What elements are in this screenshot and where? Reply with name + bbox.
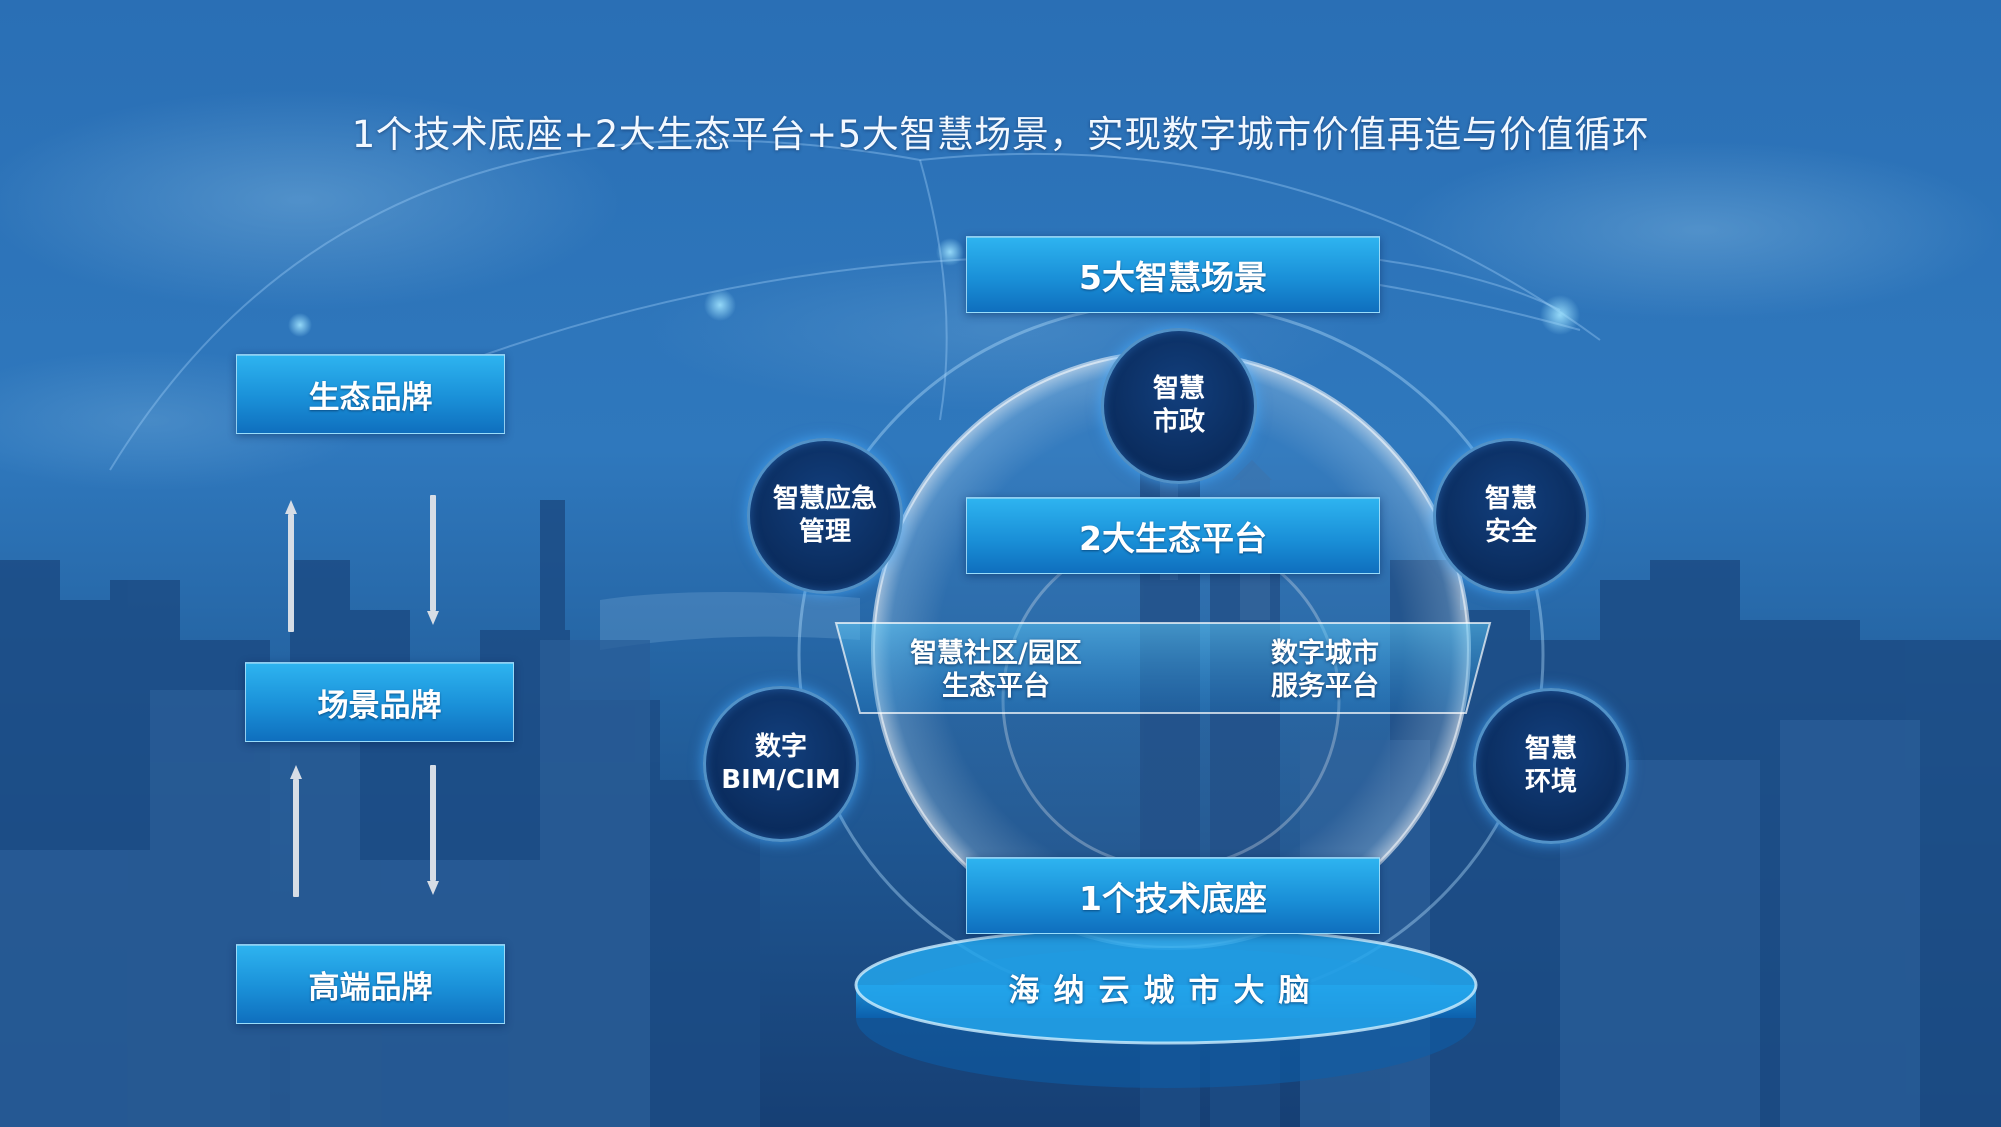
arrow-down-icon bbox=[427, 495, 439, 625]
scenes-layer-box: 5大智慧场景 bbox=[966, 236, 1380, 313]
platform-community-label: 智慧社区/园区 生态平台 bbox=[910, 638, 1082, 702]
scene-label: 智慧 市政 bbox=[1152, 374, 1205, 437]
arrow-up-icon bbox=[290, 765, 302, 897]
headline: 1个技术底座+2大生态平台+5大智慧场景，实现数字城市价值再造与价值循环 bbox=[351, 113, 1650, 156]
foundation-layer-box: 1个技术底座 bbox=[966, 857, 1380, 934]
scene-label: 数字 BIM/CIM bbox=[721, 732, 841, 795]
scene-node-environment: 智慧 环境 bbox=[1473, 688, 1629, 844]
scene-node-emergency: 智慧应急 管理 bbox=[747, 438, 903, 594]
scene-brand-box: 场景品牌 bbox=[245, 662, 514, 742]
eco-brand-box: 生态品牌 bbox=[236, 354, 505, 434]
scene-label: 智慧 环境 bbox=[1524, 734, 1577, 797]
scene-node-municipal: 智慧 市政 bbox=[1101, 328, 1257, 484]
premium-brand-box: 高端品牌 bbox=[236, 944, 505, 1024]
scene-label: 智慧应急 管理 bbox=[772, 484, 877, 547]
arrow-down-icon bbox=[427, 765, 439, 895]
scene-node-bim: 数字 BIM/CIM bbox=[703, 686, 859, 842]
platform-city-service-label: 数字城市 服务平台 bbox=[1271, 638, 1379, 702]
scene-node-security: 智慧 安全 bbox=[1433, 438, 1589, 594]
arrow-up-icon bbox=[285, 500, 297, 632]
scene-label: 智慧 安全 bbox=[1484, 484, 1537, 547]
platforms-layer-box: 2大生态平台 bbox=[966, 497, 1380, 574]
city-brain-label: 海纳云城市大脑 bbox=[1008, 973, 1324, 1009]
